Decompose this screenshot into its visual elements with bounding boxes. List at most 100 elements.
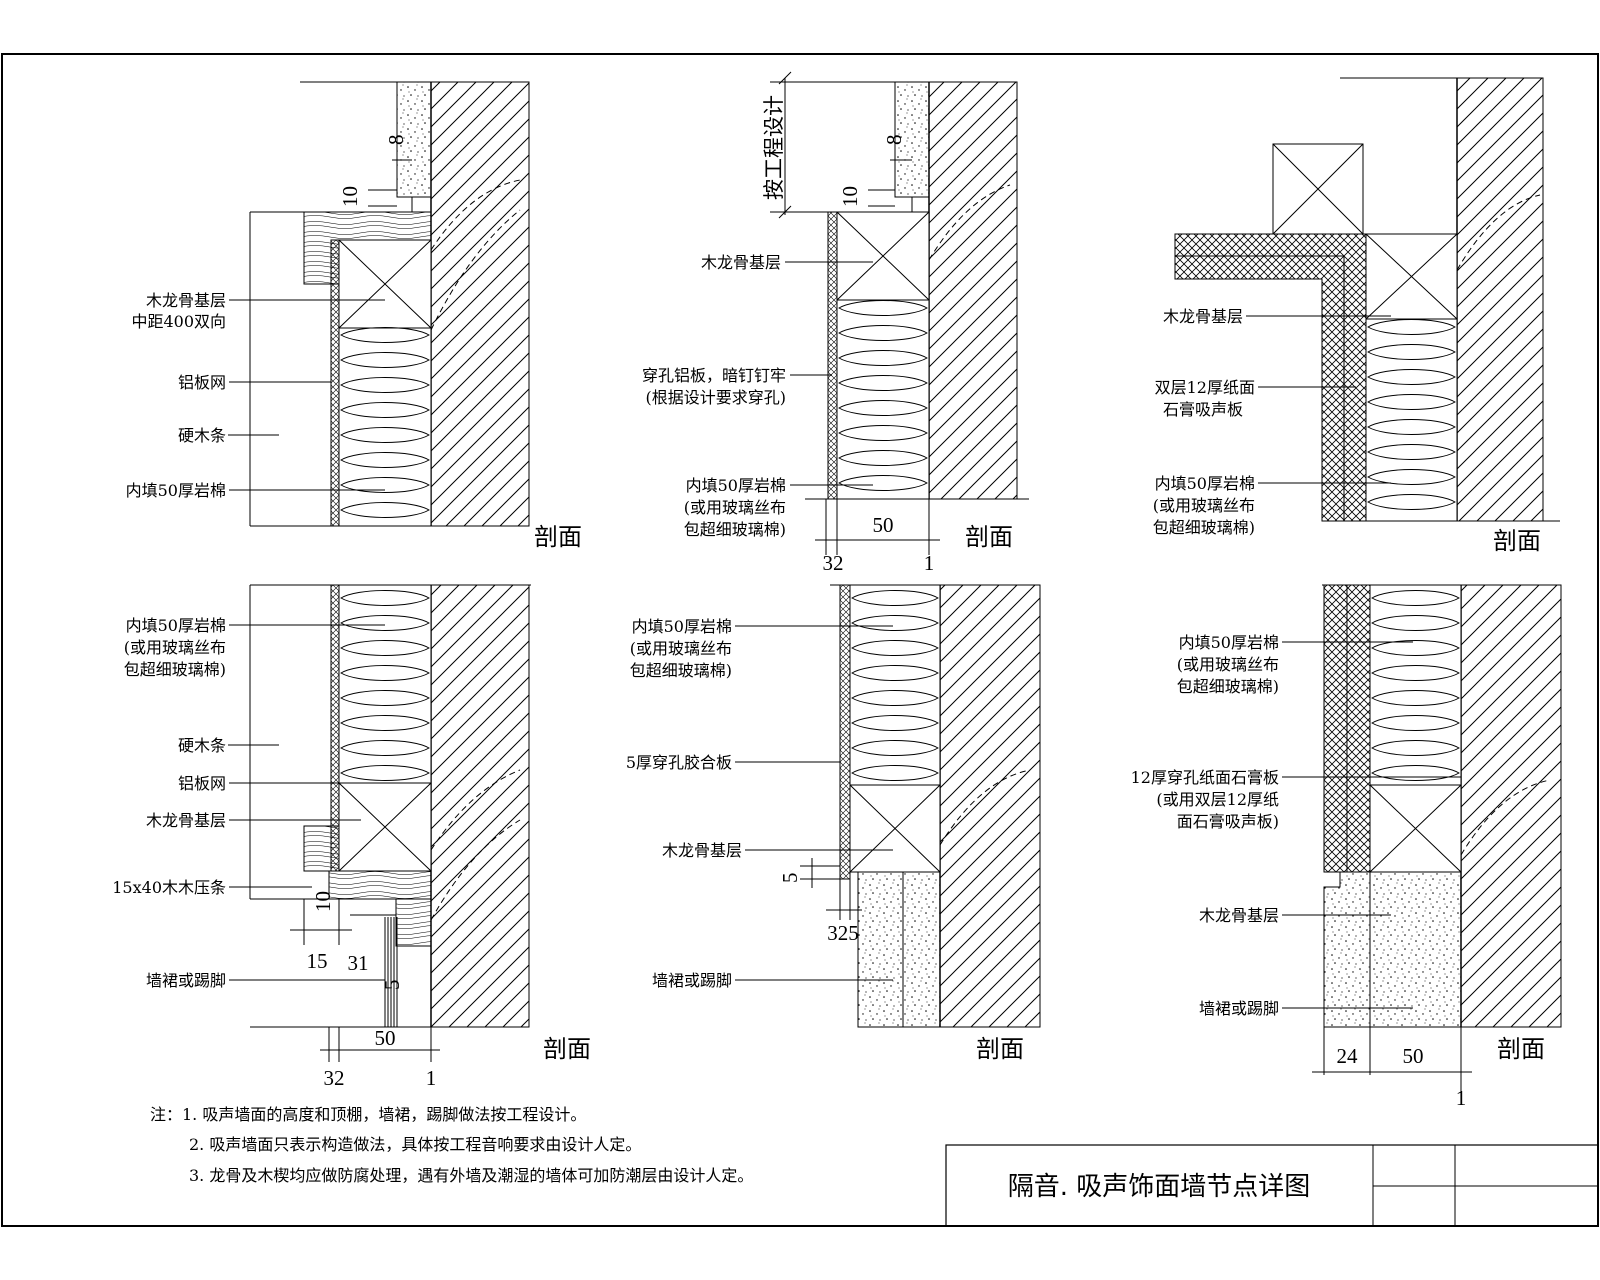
dim-24: 24 [1337,1044,1359,1068]
label-glass-cloth: (或用玻璃丝布 [630,639,732,658]
dim-10: 10 [338,186,362,207]
label-rock-wool: 内填50厚岩棉 [686,476,786,495]
detail-4: 10 15 31 5 50 32 1 内填50厚岩棉 (或用玻璃丝布 包超细玻璃… [112,584,591,1090]
label-hardwood: 硬木条 [178,426,226,445]
rock-wool [836,299,930,500]
detail-1: 8 10 木龙骨基层 中距400双向 铝板网 硬木条 内填50厚岩棉 剖面 [126,81,582,551]
label-gypsum-board-2: 石膏吸声板 [1163,400,1243,419]
detail-2: 按工程设计 8 10 50 32 1 木龙骨基层 穿孔铝板，暗钉钉牢 (根据设计… [642,71,1029,575]
note-3: 3. 龙骨及木楔均应做防腐处理，遇有外墙及潮湿的墙体可加防潮层由设计人定。 [189,1166,753,1185]
label-glass-wool: 包超细玻璃棉) [1177,677,1279,696]
label-wood-keel: 木龙骨基层 [1163,307,1243,326]
dim-15: 15 [307,949,328,973]
drawing-title: 隔音. 吸声饰面墙节点详图 [1008,1172,1311,1202]
rock-wool [849,584,941,786]
label-gypsum-alt-2: 面石膏吸声板) [1177,812,1279,831]
dim-32: 32 [324,1066,345,1090]
dim-32: 32 [823,551,844,575]
label-glass-wool: 包超细玻璃棉) [124,660,226,679]
sheet-frame [1,53,1599,1227]
label-skirting: 墙裙或踢脚 [146,971,226,990]
notes: 注：1. 吸声墙面的高度和顶棚，墙裙，踢脚做法按工程设计。 2. 吸声墙面只表示… [150,1105,753,1185]
label-rock-wool: 内填50厚岩棉 [1179,633,1279,652]
skirting-plaster [857,871,941,1028]
dim-5: 5 [380,980,404,991]
rock-wool [338,327,432,527]
dim-8: 8 [384,135,408,146]
dim-1: 1 [1456,1086,1467,1110]
pressing-strip [328,870,432,900]
baseboard [395,898,432,947]
rock-wool [1369,584,1462,786]
dim-50: 50 [873,513,894,537]
wall-hatch [1456,77,1544,522]
label-aluminum-mesh: 铝板网 [178,373,226,392]
label-wood-keel: 木龙骨基层 [701,253,781,272]
plaster-layer [396,81,432,198]
dim-1: 1 [426,1066,437,1090]
label-glass-cloth: (或用玻璃丝布 [1153,496,1255,515]
label-gypsum-board: 双层12厚纸面 [1155,378,1255,397]
aluminum-mesh [330,239,340,527]
dim-1: 1 [924,551,935,575]
label-skirting: 墙裙或踢脚 [652,971,732,990]
section-label: 剖面 [976,1035,1024,1063]
label-glass-cloth: (或用玻璃丝布 [1177,655,1279,674]
detail-3: 木龙骨基层 双层12厚纸面 石膏吸声板 内填50厚岩棉 (或用玻璃丝布 包超细玻… [1153,77,1560,555]
perforated-aluminum [827,211,838,500]
section-label: 剖面 [543,1035,591,1063]
label-wood-keel: 木龙骨基层 [146,811,226,830]
label-glass-wool: 包超细玻璃棉) [1153,518,1255,537]
label-perforation-note: (根据设计要求穿孔) [646,388,787,407]
dim-10: 10 [311,891,335,912]
dim-325: 325 [827,921,859,945]
skirting-plaster [1323,871,1462,1028]
dim-by-design: 按工程设计 [762,95,786,200]
label-glass-cloth: (或用玻璃丝布 [684,498,786,517]
label-perforated-plywood: 5厚穿孔胶合板 [626,753,732,772]
perforated-plywood [839,584,851,880]
hardwood-strip [303,825,340,872]
dim-31: 31 [348,951,369,975]
section-label: 剖面 [1493,527,1541,555]
label-rock-wool: 内填50厚岩棉 [1155,474,1255,493]
section-label: 剖面 [534,523,582,551]
label-wood-keel: 木龙骨基层 [146,291,226,310]
label-gypsum-board: 12厚穿孔纸面石膏板 [1131,768,1279,787]
label-glass-wool: 包超细玻璃棉) [684,520,786,539]
wall-hatch [939,584,1041,1028]
wall-hatch [430,584,530,1028]
section-label: 剖面 [1497,1035,1545,1063]
label-perforated-aluminum: 穿孔铝板，暗钉钉牢 [642,366,786,385]
label-wood-keel: 木龙骨基层 [662,841,742,860]
detail-6: 24 50 1 内填50厚岩棉 (或用玻璃丝布 包超细玻璃棉) 12厚穿孔纸面石… [1131,584,1562,1110]
label-skirting: 墙裙或踢脚 [1199,999,1279,1018]
rock-wool [1365,318,1458,522]
rock-wool [338,584,432,784]
section-label: 剖面 [965,523,1013,551]
label-hardwood: 硬木条 [178,736,226,755]
label-glass-cloth: (或用玻璃丝布 [124,638,226,657]
label-aluminum-mesh: 铝板网 [178,774,226,793]
dim-10: 10 [838,186,862,207]
label-rock-wool: 内填50厚岩棉 [632,617,732,636]
wall-hatch [430,81,530,527]
label-rock-wool: 内填50厚岩棉 [126,616,226,635]
label-spacing: 中距400双向 [131,312,226,331]
label-wood-keel: 木龙骨基层 [1199,906,1279,925]
label-glass-wool: 包超细玻璃棉) [630,661,732,680]
label-gypsum-alt: (或用双层12厚纸 [1156,790,1279,809]
dim-50: 50 [375,1026,396,1050]
dim-8: 8 [882,135,906,146]
detail-5: 5 325 内填50厚岩棉 (或用玻璃丝布 包超细玻璃棉) 5厚穿孔胶合板 木龙… [626,584,1041,1063]
plaster-layer [894,81,930,198]
skirting [384,917,398,1027]
note-2: 2. 吸声墙面只表示构造做法，具体按工程音响要求由设计人定。 [189,1135,641,1154]
label-rock-wool: 内填50厚岩棉 [126,481,226,500]
title-block: 隔音. 吸声饰面墙节点详图 [945,1144,1599,1227]
note-1: 注：1. 吸声墙面的高度和顶棚，墙裙，踢脚做法按工程设计。 [150,1105,586,1124]
dim-5: 5 [778,873,802,884]
dim-50: 50 [1403,1044,1424,1068]
